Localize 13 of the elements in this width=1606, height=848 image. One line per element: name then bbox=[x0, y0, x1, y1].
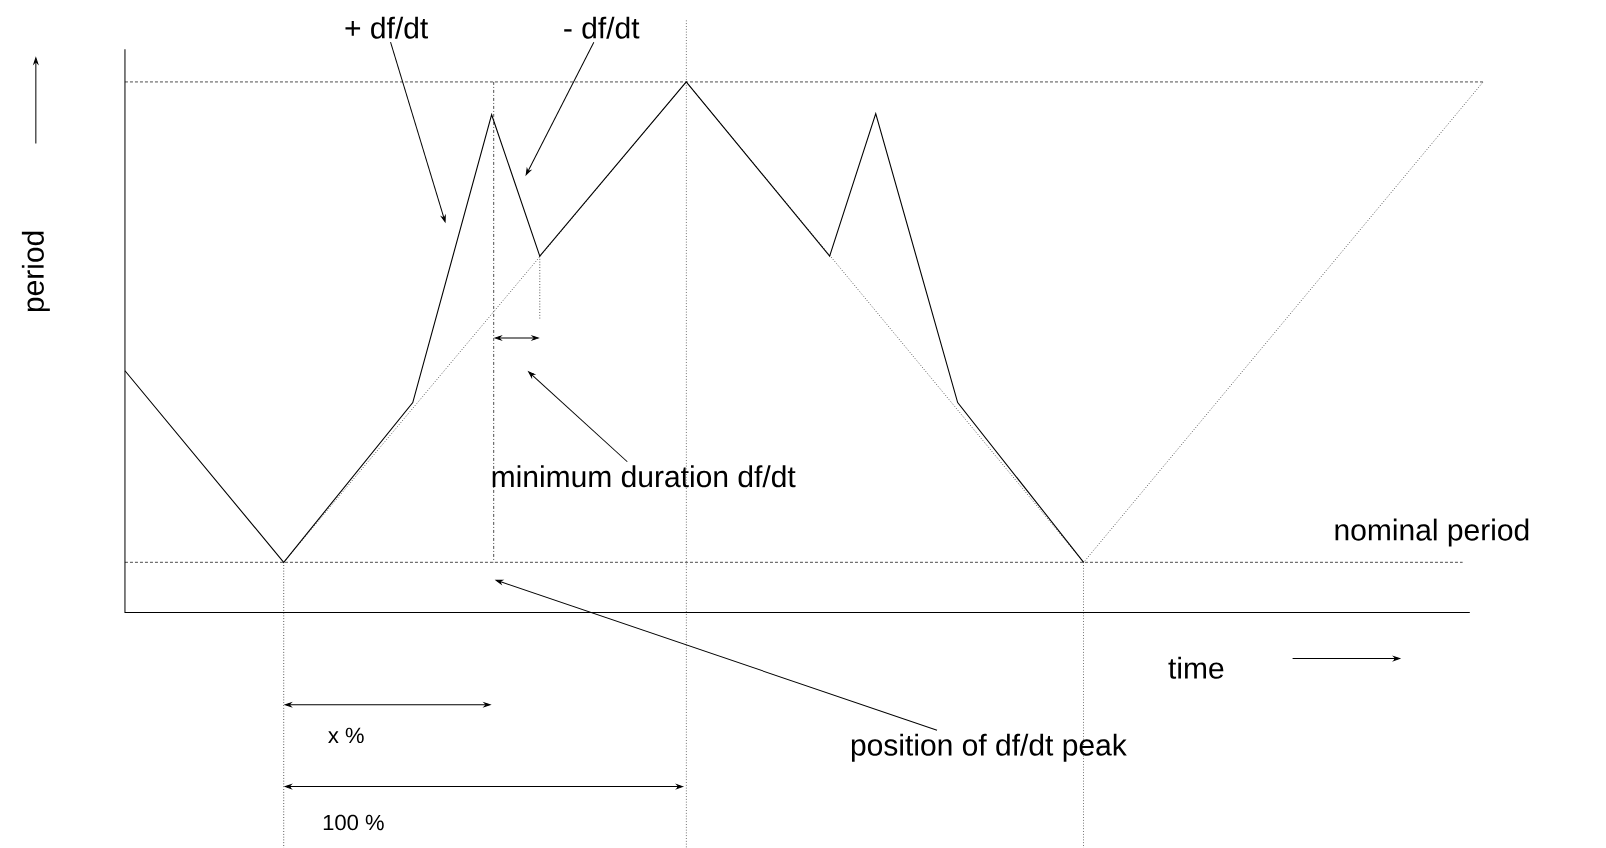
leader-line bbox=[390, 41, 446, 223]
axis-label: nominal period bbox=[1335, 518, 1529, 547]
leader-line bbox=[495, 579, 938, 731]
leader-line bbox=[525, 41, 595, 176]
axis-label: x % bbox=[328, 727, 364, 744]
callout-text: - df/dt bbox=[564, 16, 640, 39]
axis-label: time bbox=[1168, 656, 1224, 679]
leader-line bbox=[528, 371, 628, 463]
callout-text: minimum duration df/dt bbox=[492, 465, 796, 488]
axis-label: period bbox=[21, 231, 50, 312]
axis-label: 100 % bbox=[323, 814, 384, 831]
callout-text: + df/dt bbox=[345, 16, 428, 39]
callout-text: position of df/dt peak bbox=[851, 733, 1127, 762]
